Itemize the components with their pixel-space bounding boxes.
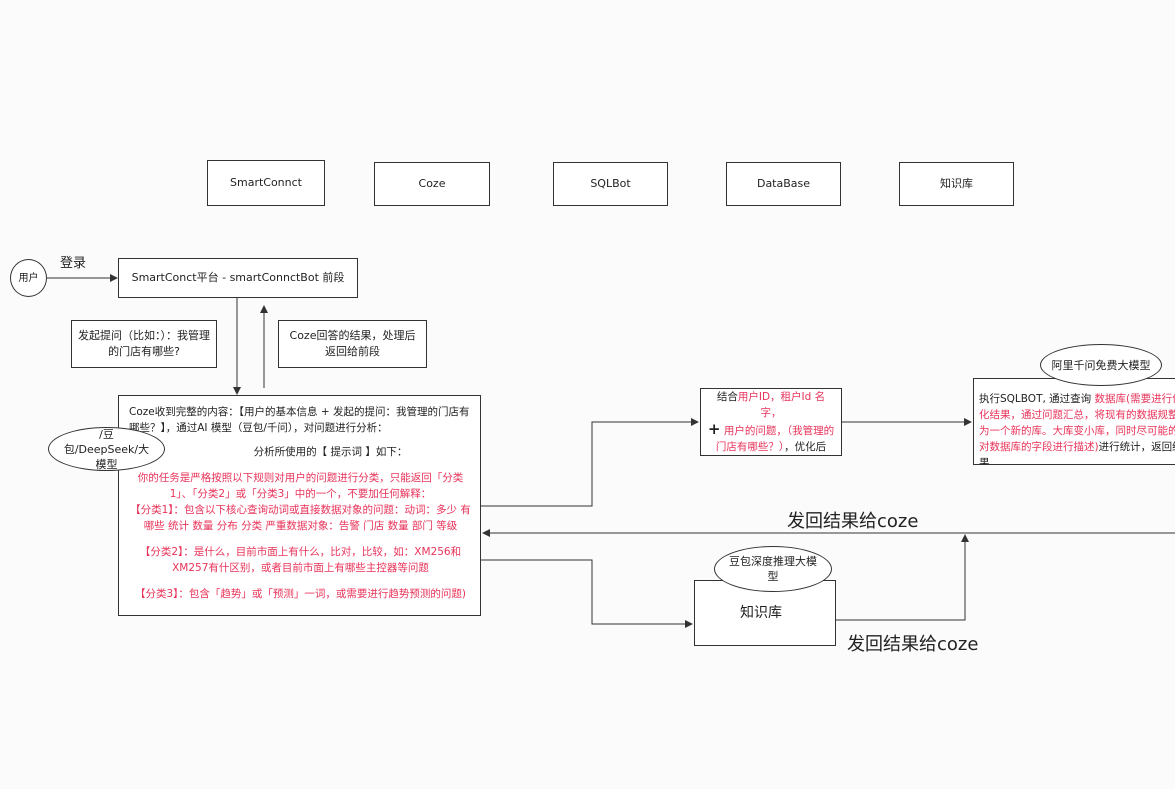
frontend-label: SmartConct平台 - smartConnctBot 前段: [131, 271, 345, 284]
combine-red-2: 用户的问题，（我管理的门店有哪些？）: [715, 425, 835, 453]
category-2: 【分类2】：是什么，目前市面上有什么，比对，比较，如：XM256和XM257有什…: [129, 544, 472, 576]
arrow-coze-to-combine: [481, 418, 699, 507]
lane-sqlbot: SQLBot: [553, 162, 668, 206]
lane-label: SmartConnct: [230, 176, 302, 189]
combine-red-1: 用户ID，租户Id 名字，: [737, 391, 826, 419]
kb-label: 知识库: [740, 605, 782, 621]
combine-pre: 结合: [716, 391, 738, 403]
answer-back-box: Coze回答的结果，处理后返回给前段: [278, 320, 427, 368]
lane-database: DataBase: [726, 162, 841, 206]
lane-label: SQLBot: [590, 177, 631, 190]
model-ellipse: /豆包/DeepSeek/大模型: [48, 427, 165, 471]
category-1-text: ：包含以下核心查询动词或直接数据对象的问题：动词：多少 有哪些 统计 数量 分布…: [143, 504, 471, 532]
category-2-tag: 【分类2】: [139, 546, 184, 558]
lane-coze: Coze: [374, 162, 490, 206]
ali-model-label: 阿里千问免费大模型: [1051, 358, 1151, 372]
return-label-1: 发回结果给coze: [787, 511, 919, 532]
lane-label: DataBase: [756, 177, 811, 190]
login-label: 登录: [60, 256, 87, 271]
lane-smartconnct: SmartConnct: [207, 160, 325, 206]
doubao-model-ellipse: 豆包深度推理大模型: [714, 546, 832, 592]
prompt-rule: 你的任务是严格按照以下规则对用户的问题进行分类，只能返回「分类1」、「分类2」或…: [137, 472, 464, 500]
coze-analysis-box: Coze收到完整的内容：【用户的基本信息 + 发起的提问：我管理的门店有哪些？】…: [118, 395, 481, 616]
lane-label: 知识库: [940, 177, 973, 190]
ask-box: 发起提问（比如：）：我管理的门店有哪些?: [71, 320, 217, 368]
plus-icon: +: [707, 420, 721, 438]
arrow-coze-to-kb: [481, 559, 693, 628]
user-node: 用户: [10, 259, 47, 297]
category-1-tag: 【分类1】: [130, 504, 174, 516]
return-label-2: 发回结果给coze: [847, 634, 979, 655]
sqlbot-pre: 执行SQLBOT, 通过查询: [979, 393, 1092, 405]
ali-model-ellipse: 阿里千问免费大模型: [1040, 344, 1162, 386]
doubao-model-label: 豆包深度推理大模型: [729, 555, 817, 583]
category-1: 【分类1】：包含以下核心查询动词或直接数据对象的问题：动词：多少 有哪些 统计 …: [129, 502, 472, 534]
model-ellipse-label: /豆包/DeepSeek/大模型: [63, 427, 150, 471]
lane-knowledge-base: 知识库: [899, 162, 1014, 206]
arrow-kb-return: [836, 534, 969, 621]
combine-post: ，优化后: [784, 441, 827, 453]
user-label: 用户: [18, 272, 39, 284]
answer-back-label: Coze回答的结果，处理后返回给前段: [289, 329, 416, 358]
lane-label: Coze: [418, 177, 446, 190]
sqlbot-red: 数据库(需要进行优化结果，通过问题汇总，将现有的数据规整为一个新的库。大库变小库…: [979, 393, 1175, 453]
sqlbot-box: 执行SQLBOT, 通过查询 数据库(需要进行优化结果，通过问题汇总，将现有的数…: [973, 378, 1175, 465]
prompt-title: 分析所使用的【 提示词 】如下：: [253, 446, 408, 458]
category-2-text: ：是什么，目前市面上有什么，比对，比较，如：XM256和XM257有什区别，或者…: [172, 546, 462, 574]
ask-label: 发起提问（比如：）：我管理的门店有哪些?: [78, 329, 210, 358]
category-3: 【分类3】：包含「趋势」或「预测」一词，或需要进行趋势预测的问题): [134, 588, 467, 600]
frontend-box: SmartConct平台 - smartConnctBot 前段: [118, 258, 358, 298]
combine-text: 结合用户ID，租户Id 名字， + 用户的问题，（我管理的门店有哪些？），优化后: [707, 389, 835, 455]
coze-intro: Coze收到完整的内容：【用户的基本信息 + 发起的提问：我管理的门店有哪些？】…: [129, 406, 470, 434]
sqlbot-post: 进行统计，返回结果: [979, 441, 1175, 465]
combine-box: 结合用户ID，租户Id 名字， + 用户的问题，（我管理的门店有哪些？），优化后: [700, 388, 842, 456]
